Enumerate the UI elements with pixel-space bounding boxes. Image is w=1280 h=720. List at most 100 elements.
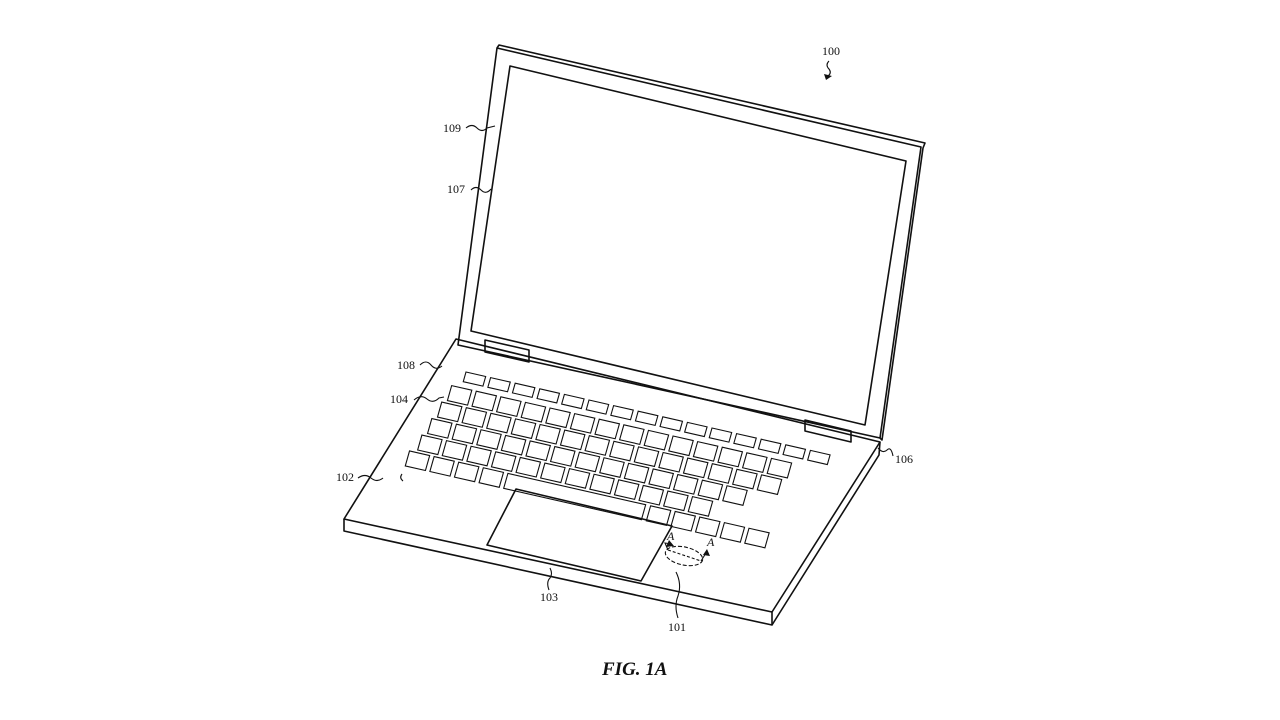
keyboard-key [535, 423, 561, 445]
keyboard-key [564, 467, 591, 489]
keyboard-key [733, 432, 757, 449]
keyboard-key [672, 473, 699, 495]
leader-106 [877, 447, 894, 457]
input-region-ellipse [664, 545, 704, 567]
leader-100-arrow [826, 60, 831, 77]
label-109: 109 [443, 121, 461, 135]
keyboard-key [560, 393, 585, 410]
keyboard-key [559, 429, 586, 451]
leader-101 [675, 571, 681, 619]
keyboard-key [404, 450, 431, 472]
keyboard-key [426, 417, 453, 439]
keyboard-key [719, 521, 746, 543]
keyboard-key [584, 435, 611, 456]
label-103: 103 [540, 590, 558, 604]
keyboard-key [502, 472, 647, 521]
display-screen [470, 65, 907, 426]
keyboard-key [462, 371, 487, 387]
lid-thickness [496, 44, 926, 441]
keyboard-key [478, 467, 505, 488]
label-106: 106 [895, 452, 913, 466]
keyboard-key [668, 435, 694, 457]
trackpad [486, 488, 673, 582]
keyboard-key [545, 407, 571, 429]
leader-107 [470, 186, 492, 193]
keyboard-key [717, 446, 744, 468]
keyboard-key [741, 452, 768, 474]
keyboard-key [486, 412, 512, 434]
label-102: 102 [336, 470, 354, 484]
label-108: 108 [397, 358, 415, 372]
keyboard-key [476, 429, 502, 450]
keyboard-key [436, 401, 463, 423]
keyboard-key [638, 484, 665, 506]
keyboard-key [694, 516, 721, 538]
keyboard-key [633, 446, 660, 468]
keyboard-key [634, 410, 659, 427]
keyboard-key [766, 457, 793, 479]
keyboard-key [682, 457, 709, 479]
laptop-base [343, 338, 881, 626]
keyboard-key [708, 427, 733, 443]
arrow-head-left [666, 540, 674, 547]
input-region [664, 540, 710, 567]
keyboard-key [756, 474, 783, 496]
arrow-head-right [703, 549, 710, 556]
label-104: 104 [390, 392, 408, 406]
keyboard-key [500, 434, 527, 456]
keyboard-key [594, 418, 621, 440]
leader-lines [357, 60, 894, 619]
keyboard-key [441, 439, 468, 461]
label-101: 101 [668, 620, 686, 634]
keyboard-key [648, 468, 675, 490]
keyboard-key [697, 479, 724, 501]
keyboard-key [662, 490, 689, 512]
keyboard-key [610, 404, 634, 421]
keyboard-key [466, 445, 492, 467]
keyboard-key [618, 424, 645, 446]
display-lid [457, 44, 926, 441]
keyboard-key [574, 451, 601, 473]
hinge-left [484, 339, 530, 363]
keyboard [404, 371, 831, 549]
base-side [771, 441, 881, 626]
keyboard-key [732, 468, 758, 490]
keyboard-key [670, 510, 697, 532]
keyboard-key [525, 440, 552, 462]
keyboard-key [487, 376, 511, 393]
base-thickness [343, 519, 773, 626]
keyboard-key [539, 462, 566, 484]
keyboard-key [451, 423, 478, 445]
figure-caption: FIG. 1A [601, 659, 667, 680]
keyboard-key [490, 451, 517, 473]
hinges [484, 339, 852, 443]
hinge-right [804, 419, 852, 443]
keyboard-key [707, 463, 734, 484]
keyboard-key [461, 407, 488, 428]
leader-104 [413, 396, 445, 402]
keyboard-key [510, 418, 537, 440]
label-section-a-left: A [666, 529, 675, 543]
keyboard-key [515, 456, 542, 478]
section-line [667, 549, 702, 562]
keyboard-key [806, 449, 831, 466]
leader-103 [547, 567, 553, 591]
keyboard-key [585, 399, 610, 415]
keyboard-key [722, 485, 748, 506]
leader-102-tick [400, 473, 404, 482]
keyboard-key [658, 451, 684, 473]
leader-102 [357, 474, 384, 482]
arrow-head-100 [824, 74, 832, 80]
keyboard-key [511, 382, 536, 399]
label-100: 100 [822, 44, 840, 58]
keyboard-key [687, 495, 714, 517]
label-section-a-right: A [706, 535, 715, 549]
leader-108 [419, 361, 443, 369]
keyboard-key [536, 388, 561, 404]
keyboard-key [659, 416, 684, 432]
lid-outer [457, 47, 922, 439]
keyboard-key [495, 396, 522, 418]
keyboard-key [446, 384, 473, 406]
keyboard-key [613, 479, 640, 501]
leader-109 [465, 124, 496, 132]
